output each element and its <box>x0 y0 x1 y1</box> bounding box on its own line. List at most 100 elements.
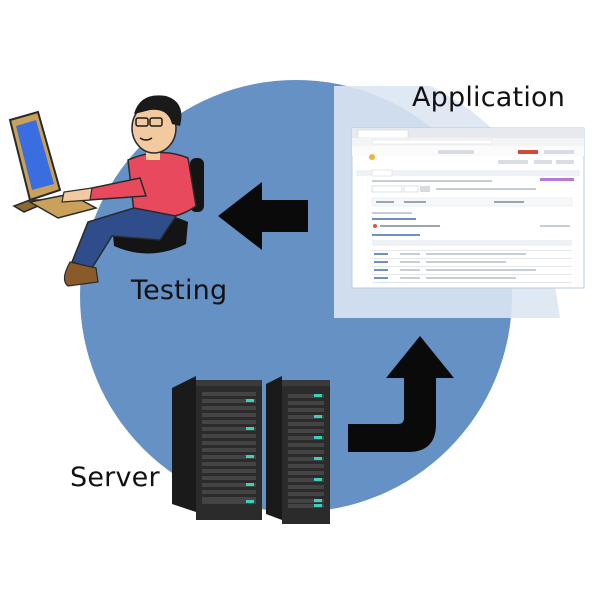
cell-text <box>426 253 526 255</box>
server-left-side <box>172 376 196 512</box>
server-led <box>314 504 322 507</box>
server-slot <box>202 476 256 480</box>
label-server: Server <box>70 462 160 493</box>
cell-text <box>426 269 536 271</box>
server-slot <box>288 408 324 412</box>
cell-text <box>400 261 420 263</box>
text-line <box>376 201 394 203</box>
server-slot <box>202 427 256 431</box>
server-slot <box>202 455 256 459</box>
monitor-screen <box>16 120 54 190</box>
toolbar-item <box>556 160 574 164</box>
nav-tab-active <box>371 169 393 177</box>
mouth <box>139 137 153 141</box>
text-line <box>404 201 426 203</box>
cell-text <box>400 277 420 279</box>
server-slot <box>202 490 256 494</box>
server-slot <box>202 434 256 438</box>
server-slot <box>202 469 256 473</box>
server-led <box>314 478 322 481</box>
server-led <box>314 457 322 460</box>
browser-tabbar <box>352 128 584 138</box>
pants <box>70 207 178 269</box>
control-button <box>403 185 419 193</box>
arrow-left-icon <box>218 182 308 250</box>
nav-tabs <box>356 170 580 176</box>
text-line <box>380 225 440 227</box>
control-button <box>371 185 403 193</box>
server-slots <box>202 392 324 508</box>
cell-link <box>374 253 388 255</box>
server-led <box>246 427 254 430</box>
server-led <box>246 455 254 458</box>
nav-accent <box>540 178 574 181</box>
person-at-computer-icon <box>8 95 204 287</box>
link-line <box>372 218 416 220</box>
toolbar-item <box>518 150 538 154</box>
toolbar-item <box>534 160 552 164</box>
server-slot <box>288 457 324 461</box>
server-rack-icon <box>172 376 330 524</box>
toolbar-item <box>544 150 574 154</box>
table-rows <box>372 250 572 283</box>
hand <box>61 187 93 203</box>
avatar-icon <box>373 224 377 228</box>
cell-text <box>400 269 420 271</box>
hair <box>134 95 182 126</box>
control-button <box>420 186 430 192</box>
server-slot <box>288 464 324 468</box>
server-right-side <box>266 376 282 520</box>
table-row <box>372 274 572 275</box>
server-led <box>314 394 322 397</box>
server-slot <box>288 394 324 398</box>
glasses <box>149 117 163 127</box>
toolbar-item <box>498 160 528 164</box>
text-line <box>372 180 492 182</box>
toolbar-item <box>438 150 474 154</box>
label-testing: Testing <box>131 275 228 306</box>
arrow-up-turn-icon <box>348 336 454 452</box>
server-led <box>314 499 322 502</box>
label-application: Application <box>412 82 566 113</box>
server-slot <box>202 500 256 504</box>
server-slot <box>288 485 324 489</box>
server-slot <box>288 478 324 482</box>
cell-link <box>374 277 388 279</box>
glasses <box>135 117 149 127</box>
link-line <box>372 234 420 236</box>
server-slot <box>288 429 324 433</box>
table-row <box>372 250 572 251</box>
server-slot <box>288 401 324 405</box>
table-row <box>372 258 572 259</box>
server-led <box>246 399 254 402</box>
server-slot <box>288 422 324 426</box>
server-slot <box>202 420 256 424</box>
server-slot <box>288 499 324 503</box>
server-slot <box>202 413 256 417</box>
server-slot <box>202 406 256 410</box>
text-line <box>494 201 524 203</box>
server-slot <box>202 441 256 445</box>
server-led <box>314 415 322 418</box>
cell-text <box>426 277 516 279</box>
server-slot <box>288 450 324 454</box>
server-slot <box>202 448 256 452</box>
server-slot <box>202 483 256 487</box>
text-line <box>540 225 570 227</box>
table-row <box>372 282 572 283</box>
application-window <box>334 86 585 318</box>
table-header <box>372 240 572 246</box>
server-slot <box>202 392 256 396</box>
server-led <box>314 436 322 439</box>
server-slot <box>202 497 256 501</box>
server-slot <box>202 462 256 466</box>
browser-tab <box>357 129 409 139</box>
cell-link <box>374 261 388 263</box>
server-led <box>246 483 254 486</box>
shoe <box>63 261 99 287</box>
filter-row <box>371 197 573 207</box>
cell-link <box>374 269 388 271</box>
server-slot <box>288 436 324 440</box>
